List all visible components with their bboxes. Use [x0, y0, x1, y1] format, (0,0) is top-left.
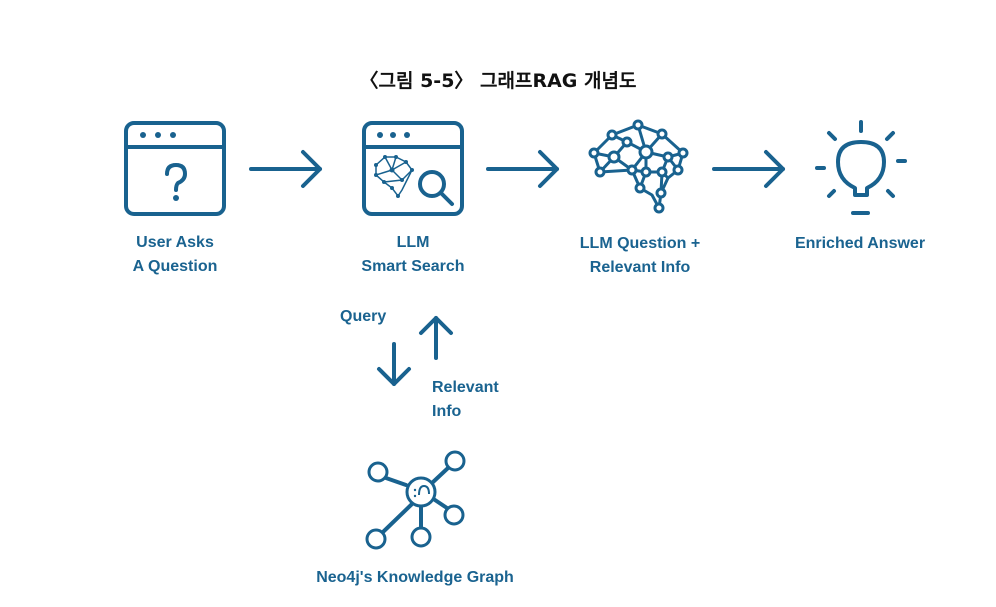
label-line: A Question	[132, 258, 218, 275]
knowledge-graph-label: Neo4j's Knowledge Graph	[316, 569, 514, 586]
label-line: Relevant Info	[589, 259, 691, 276]
arrow-right-2-icon	[486, 150, 559, 188]
label-line: Relevant	[432, 379, 499, 396]
label-line: LLM	[396, 234, 430, 251]
step-label-llm-question: LLM Question + Relevant Info	[555, 232, 725, 280]
label-line: LLM Question +	[579, 235, 701, 252]
label-line: Smart Search	[361, 258, 465, 275]
browser-brain-search-icon	[362, 121, 464, 216]
arrow-right-1-icon	[249, 150, 322, 188]
label-line: User Asks	[136, 234, 214, 251]
step-label-answer: Enriched Answer	[770, 232, 950, 256]
browser-question-icon	[124, 121, 226, 216]
figure-title: 〈그림 5-5〉 그래프RAG 개념도	[359, 70, 637, 92]
relevant-info-label: Relevant Info	[432, 376, 499, 424]
step-label-llm-search: LLM Smart Search	[328, 231, 498, 279]
brain-network-icon	[588, 119, 689, 214]
query-label: Query	[340, 308, 387, 325]
label-line: Enriched Answer	[794, 235, 926, 252]
arrow-right-3-icon	[712, 150, 785, 188]
label-line: Info	[432, 403, 462, 420]
knowledge-graph-icon	[365, 450, 466, 550]
lightbulb-icon	[815, 120, 907, 215]
step-label-user: User Asks A Question	[90, 231, 260, 279]
arrow-up-relevant-icon	[419, 316, 453, 360]
arrow-down-query-icon	[377, 342, 411, 386]
